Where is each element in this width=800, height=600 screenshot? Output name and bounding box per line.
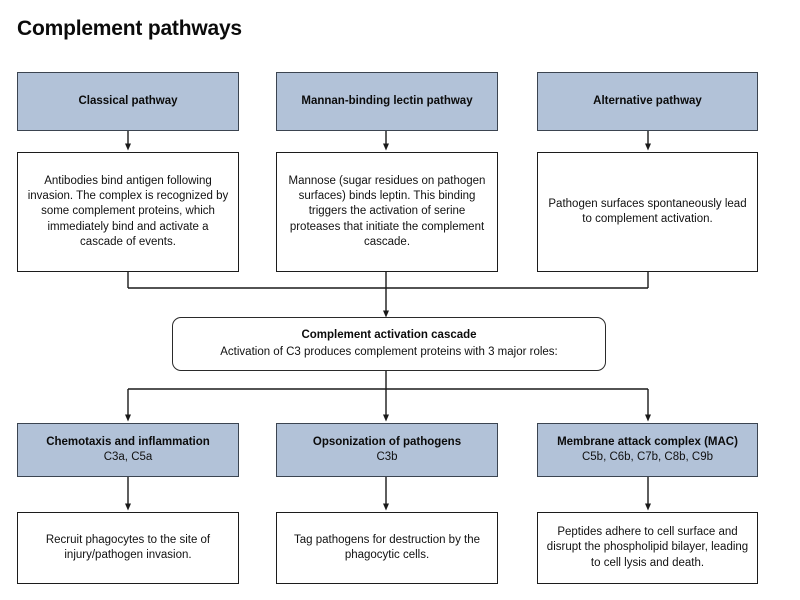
- role-components: C5b, C6b, C7b, C8b, C9b: [581, 451, 714, 463]
- role-effect-text: Tag pathogens for destruction by the pha…: [293, 533, 481, 561]
- pathway-description-text: Pathogen surfaces spontaneously lead to …: [548, 197, 747, 225]
- role-title: Chemotaxis and inflammation: [46, 435, 210, 448]
- pathway-header-alternative[interactable]: Alternative pathway: [537, 72, 758, 131]
- role-header-chemotaxis-and-inflammation[interactable]: Chemotaxis and inflammation C3a, C5a: [17, 423, 239, 477]
- pathway-header-label: Mannan-binding lectin pathway: [301, 94, 473, 107]
- pathway-description-mannan-binding-lectin: Mannose (sugar residues on pathogen surf…: [276, 152, 498, 272]
- role-header-membrane-attack-complex[interactable]: Membrane attack complex (MAC) C5b, C6b, …: [537, 423, 758, 477]
- role-title: Membrane attack complex (MAC): [557, 435, 738, 448]
- pathway-description-alternative: Pathogen surfaces spontaneously lead to …: [537, 152, 758, 272]
- pathway-header-classical[interactable]: Classical pathway: [17, 72, 239, 131]
- role-components: C3a, C5a: [103, 451, 153, 463]
- role-header-opsonization-of-pathogens[interactable]: Opsonization of pathogens C3b: [276, 423, 498, 477]
- role-title: Opsonization of pathogens: [312, 435, 462, 448]
- pathway-description-classical: Antibodies bind antigen following invasi…: [17, 152, 239, 272]
- role-effect-text: Peptides adhere to cell surface and disr…: [546, 526, 749, 569]
- complement-activation-cascade-box: Complement activation cascade Activation…: [172, 317, 606, 371]
- role-effect-text: Recruit phagocytes to the site of injury…: [45, 533, 211, 561]
- cascade-title: Complement activation cascade: [301, 329, 477, 342]
- cascade-subtitle: Activation of C3 produces complement pro…: [220, 345, 558, 358]
- pathway-description-text: Mannose (sugar residues on pathogen surf…: [288, 175, 486, 248]
- role-effect-opsonization-of-pathogens: Tag pathogens for destruction by the pha…: [276, 512, 498, 584]
- pathway-header-mannan-binding-lectin[interactable]: Mannan-binding lectin pathway: [276, 72, 498, 131]
- role-components: C3b: [376, 451, 398, 463]
- role-effect-chemotaxis-and-inflammation: Recruit phagocytes to the site of injury…: [17, 512, 239, 584]
- pathway-header-label: Alternative pathway: [593, 94, 702, 107]
- page-title: Complement pathways: [17, 17, 242, 40]
- role-effect-membrane-attack-complex: Peptides adhere to cell surface and disr…: [537, 512, 758, 584]
- pathway-description-text: Antibodies bind antigen following invasi…: [27, 175, 229, 248]
- pathway-header-label: Classical pathway: [78, 94, 178, 107]
